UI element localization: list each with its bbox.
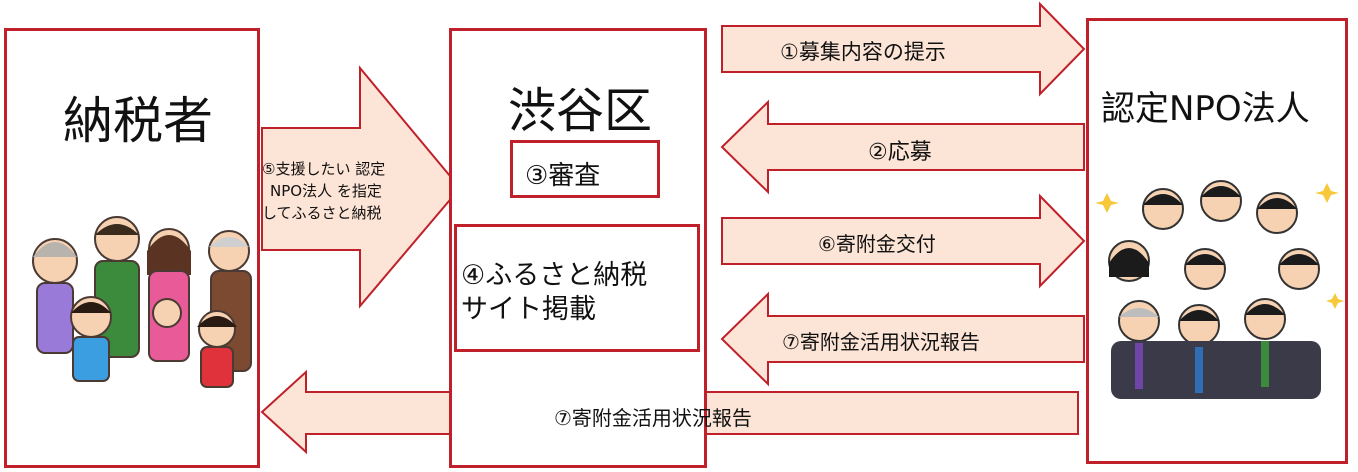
arrow-5-label-line2: NPO法人 を指定 bbox=[270, 180, 382, 201]
family-illustration bbox=[7, 209, 257, 409]
review-label: ③審査 bbox=[525, 155, 600, 192]
furusato-site-box: ④ふるさと納税 サイト掲載 bbox=[454, 224, 700, 352]
review-box: ③審査 bbox=[510, 140, 660, 198]
taxpayer-title: 納税者 bbox=[63, 81, 213, 153]
arrow-5-label-line1: ⑤支援したい 認定 bbox=[262, 158, 385, 179]
furusato-line2: サイト掲載 bbox=[461, 287, 596, 326]
npo-members-illustration bbox=[1089, 173, 1345, 403]
taxpayer-box: 納税者 bbox=[4, 28, 260, 468]
arrow-2-label: ②応募 bbox=[868, 134, 932, 166]
arrow-5-label-line3: してふるさと納税 bbox=[262, 202, 382, 223]
arrow-7-taxpayer-label: ⑦寄附金活用状況報告 bbox=[554, 402, 752, 431]
arrow-7-npo-label: ⑦寄附金活用状況報告 bbox=[782, 326, 980, 355]
npo-box: 認定NPO法人 bbox=[1086, 18, 1348, 464]
shibuya-title: 渋谷区 bbox=[508, 71, 652, 141]
npo-title: 認定NPO法人 bbox=[1101, 81, 1310, 130]
arrow-1-label: ①募集内容の提示 bbox=[780, 36, 946, 66]
arrow-6-label: ⑥寄附金交付 bbox=[818, 228, 936, 257]
